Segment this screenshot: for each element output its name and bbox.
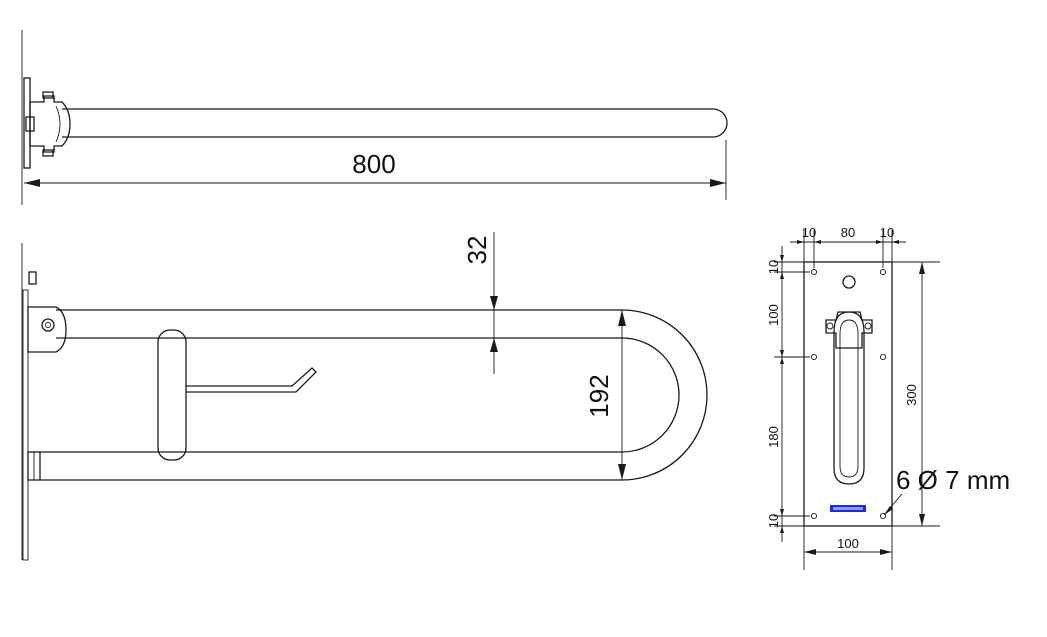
wall-plate-2 (22, 289, 29, 561)
plate-left-dimensions: 10 100 180 10 (766, 246, 810, 542)
hinge-block (27, 306, 67, 353)
dim-side-180: 180 (766, 426, 781, 448)
dim-side-10-bottom: 10 (766, 514, 781, 528)
paper-holder-sleeve (157, 329, 187, 461)
dim-top-10-left: 10 (802, 225, 816, 240)
top-view: 32 192 (21, 232, 708, 561)
u-bar-outer (40, 309, 708, 481)
paper-hook (186, 367, 317, 393)
holes-note-label: 6 Ø 7 mm (896, 465, 1010, 495)
plate-view: 10 80 10 10 100 180 10 (766, 225, 1010, 570)
holes-note: 6 Ø 7 mm (883, 465, 1010, 516)
grab-bar-tube (62, 108, 728, 138)
hinge-bracket (25, 91, 71, 157)
dim-side-100: 100 (766, 304, 781, 326)
plate-bottom-dimension: 100 (803, 526, 893, 570)
plate-bar (833, 311, 865, 485)
mount-screw (28, 271, 37, 285)
dim-100-bottom: 100 (837, 536, 859, 551)
dimension-192-label: 192 (584, 374, 614, 417)
mounting-holes (810, 268, 887, 520)
dimension-32-label: 32 (462, 236, 492, 265)
dim-top-10-right: 10 (880, 225, 894, 240)
dimension-800: 800 (24, 140, 727, 200)
plate-hinge (825, 311, 873, 349)
wall-plate (23, 77, 31, 169)
dim-top-80: 80 (841, 225, 855, 240)
plate-right-dimension: 300 (892, 261, 940, 527)
plate-top-dimensions: 10 80 10 (790, 225, 906, 268)
side-view: 800 (21, 30, 728, 205)
dim-side-10-top: 10 (766, 260, 781, 274)
dimension-32: 32 (460, 232, 510, 374)
dim-300: 300 (904, 384, 919, 406)
dimension-800-label: 800 (352, 149, 395, 179)
wall-plate-front (803, 261, 893, 527)
u-bar-inner (40, 337, 680, 453)
dimension-192: 192 (584, 310, 626, 480)
